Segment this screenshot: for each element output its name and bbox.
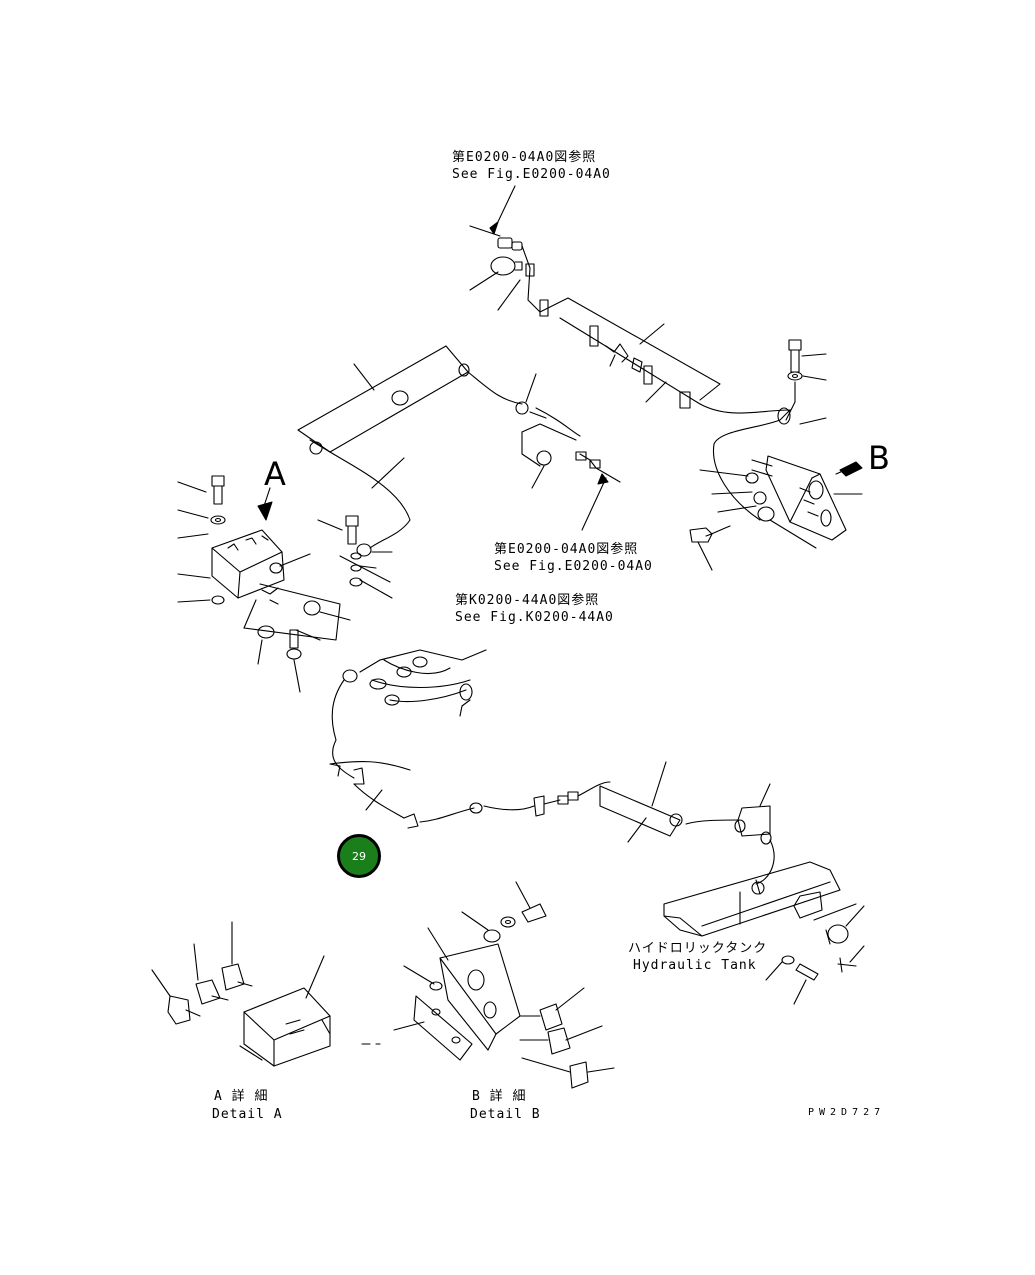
detail-a-jp: A 詳 細 <box>214 1089 269 1104</box>
ref-lower-jp: 第K0200-44A0図参照 <box>455 593 600 608</box>
detail-b-en: Detail B <box>470 1107 541 1122</box>
view-a-label: A <box>264 455 286 493</box>
hydraulic-tank-jp: ハイドロリックタンク <box>628 941 768 956</box>
ref-mid-en: See Fig.E0200-04A0 <box>494 559 653 574</box>
detail-a-en: Detail A <box>212 1107 283 1122</box>
upper-right-harness <box>469 185 863 571</box>
ref-top-jp: 第E0200-04A0図参照 <box>452 150 597 165</box>
detail-b-drawing <box>361 881 615 1089</box>
lower-harness <box>329 649 865 1005</box>
ref-lower-en: See Fig.K0200-44A0 <box>455 610 614 625</box>
left-harness <box>177 345 621 693</box>
detail-a-drawing <box>151 921 331 1067</box>
ref-mid-jp: 第E0200-04A0図参照 <box>494 542 639 557</box>
hydraulic-tank-en: Hydraulic Tank <box>633 958 757 973</box>
ref-top-en: See Fig.E0200-04A0 <box>452 167 611 182</box>
view-b-label: B <box>868 439 890 477</box>
callout-29-badge[interactable]: 29 <box>337 834 381 878</box>
drawing-code: PW2D727 <box>808 1107 886 1118</box>
detail-b-jp: B 詳 細 <box>472 1089 527 1104</box>
callout-number: 29 <box>352 849 366 863</box>
